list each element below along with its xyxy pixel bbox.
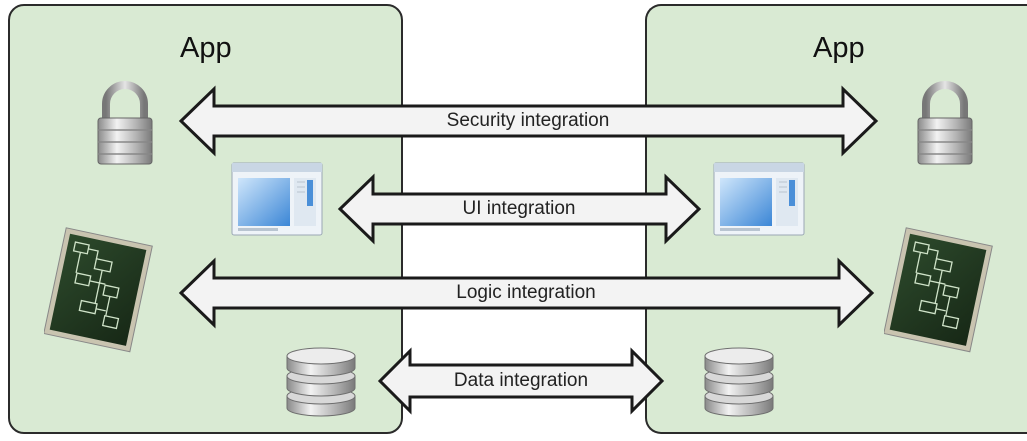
flowchart-board-icon (884, 227, 993, 353)
security-integration-label: Security integration (446, 110, 610, 131)
database-icon (286, 347, 356, 417)
padlock-icon (917, 81, 973, 165)
app-right-title: App (813, 32, 865, 64)
data-integration-arrow-shape (377, 347, 665, 415)
logic-integration-arrow-shape (178, 257, 875, 329)
security-integration-arrow-shape (178, 85, 879, 157)
ui-integration-arrow-shape (337, 173, 702, 245)
flowchart-board-icon (44, 227, 153, 353)
database-icon (704, 347, 774, 417)
window-icon (713, 162, 805, 236)
data-integration-label: Data integration (453, 370, 589, 391)
app-left-panel: App (8, 4, 403, 434)
logic-integration-label: Logic integration (456, 282, 596, 303)
padlock-icon (97, 81, 153, 165)
app-left-title: App (180, 32, 232, 64)
window-icon (231, 162, 323, 236)
ui-integration-label: UI integration (462, 198, 576, 219)
